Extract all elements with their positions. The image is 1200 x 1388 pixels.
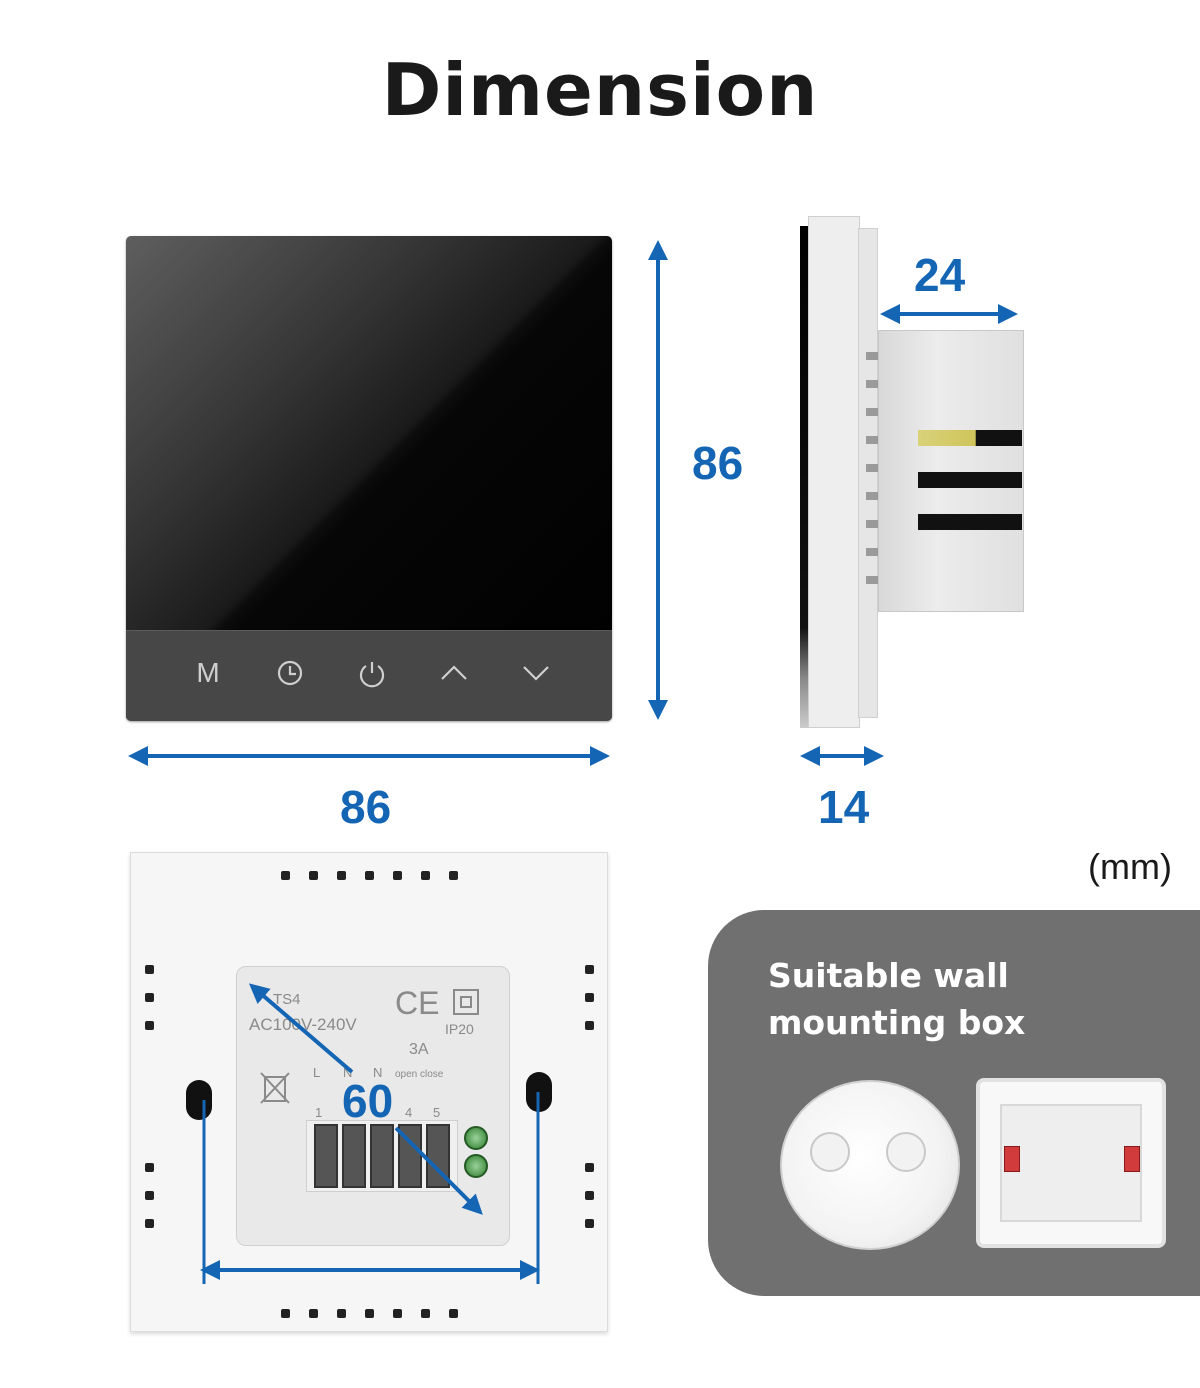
vent [337, 871, 346, 880]
vent [421, 871, 430, 880]
side-front-plate [808, 216, 860, 728]
page-title: Dimension [381, 48, 819, 132]
side-vent-slot [918, 472, 1022, 488]
current-label: 3A [409, 1041, 429, 1058]
vent [449, 871, 458, 880]
vent [145, 993, 154, 1002]
ground-screw [464, 1154, 488, 1178]
terminal-number-4: 4 [405, 1105, 413, 1120]
vent [365, 1309, 374, 1318]
terminal-screw [342, 1124, 366, 1188]
mounting-box-title-line2: mounting box [768, 1003, 1026, 1042]
vent [585, 993, 594, 1002]
knockout-hole [810, 1132, 850, 1172]
body-depth-label: 24 [914, 249, 966, 301]
vent [145, 1163, 154, 1172]
round-mounting-box [780, 1080, 960, 1250]
side-rear-body [878, 330, 1024, 612]
terminal-screw [370, 1124, 394, 1188]
side-notch [866, 520, 878, 528]
vent [585, 1191, 594, 1200]
side-notch [866, 548, 878, 556]
vent [309, 871, 318, 880]
terminal-n1: N [343, 1065, 353, 1080]
clock-icon [270, 653, 310, 693]
vent [145, 1191, 154, 1200]
chevron-up-icon [434, 653, 474, 693]
vent [281, 871, 290, 880]
side-notch [866, 408, 878, 416]
terminal-note: open close [395, 1069, 444, 1080]
side-notch [866, 436, 878, 444]
vent [281, 1309, 290, 1318]
power-icon [352, 653, 392, 693]
vent [585, 1021, 594, 1030]
ce-mark: CE [395, 985, 440, 1021]
ip-rating-label: IP20 [445, 1021, 474, 1037]
terminal-number-1: 1 [315, 1105, 323, 1120]
mounting-hole-left [186, 1080, 212, 1120]
voltage-label: AC100V-240V [249, 1015, 357, 1034]
side-glass-edge [800, 226, 810, 728]
square-box-inner [1000, 1104, 1142, 1222]
side-vent-slot [918, 430, 1022, 446]
vent [145, 1021, 154, 1030]
vent [449, 1309, 458, 1318]
side-notch [866, 492, 878, 500]
side-notch [866, 352, 878, 360]
vent [365, 871, 374, 880]
unit-label: (mm) [1088, 846, 1172, 887]
menu-key: M [196, 657, 220, 688]
vent [393, 1309, 402, 1318]
side-notch [866, 464, 878, 472]
vent [309, 1309, 318, 1318]
vent [585, 1163, 594, 1172]
mounting-box-title-line1: Suitable wall [768, 956, 1009, 995]
thermostat-front-panel: M [126, 236, 612, 721]
mounting-clip-left [1004, 1146, 1020, 1172]
vent [585, 1219, 594, 1228]
vent [337, 1309, 346, 1318]
model-label: TS4 [273, 991, 301, 1008]
mounting-clip-right [1124, 1146, 1140, 1172]
chevron-down-icon [516, 653, 556, 693]
height-dimension-label: 86 [692, 437, 744, 489]
terminal-n2: N [373, 1065, 383, 1080]
vent [145, 965, 154, 974]
ground-screw [464, 1126, 488, 1150]
side-notch [866, 576, 878, 584]
side-vent-slot [918, 514, 1022, 530]
side-notch [866, 380, 878, 388]
vent [585, 965, 594, 974]
square-mounting-box [976, 1078, 1166, 1248]
mounting-box-title: Suitable wall mounting box [768, 952, 1088, 1046]
hole-spacing-label: 60 [342, 1075, 394, 1127]
terminal-l: L [313, 1065, 321, 1080]
touch-key-bar: M [126, 630, 612, 721]
weee-bin-icon [255, 1067, 295, 1107]
terminal-screw [314, 1124, 338, 1188]
diagonal-arrow-upper [248, 983, 354, 1074]
vent [393, 871, 402, 880]
double-insulation-icon [453, 989, 479, 1015]
width-dimension-label: 86 [340, 781, 392, 833]
vent [421, 1309, 430, 1318]
panel-depth-label: 14 [818, 781, 870, 833]
side-frame [858, 228, 878, 718]
diagonal-arrow-lower [394, 1126, 483, 1215]
knockout-hole [886, 1132, 926, 1172]
vent [145, 1219, 154, 1228]
terminal-number-5: 5 [433, 1105, 441, 1120]
